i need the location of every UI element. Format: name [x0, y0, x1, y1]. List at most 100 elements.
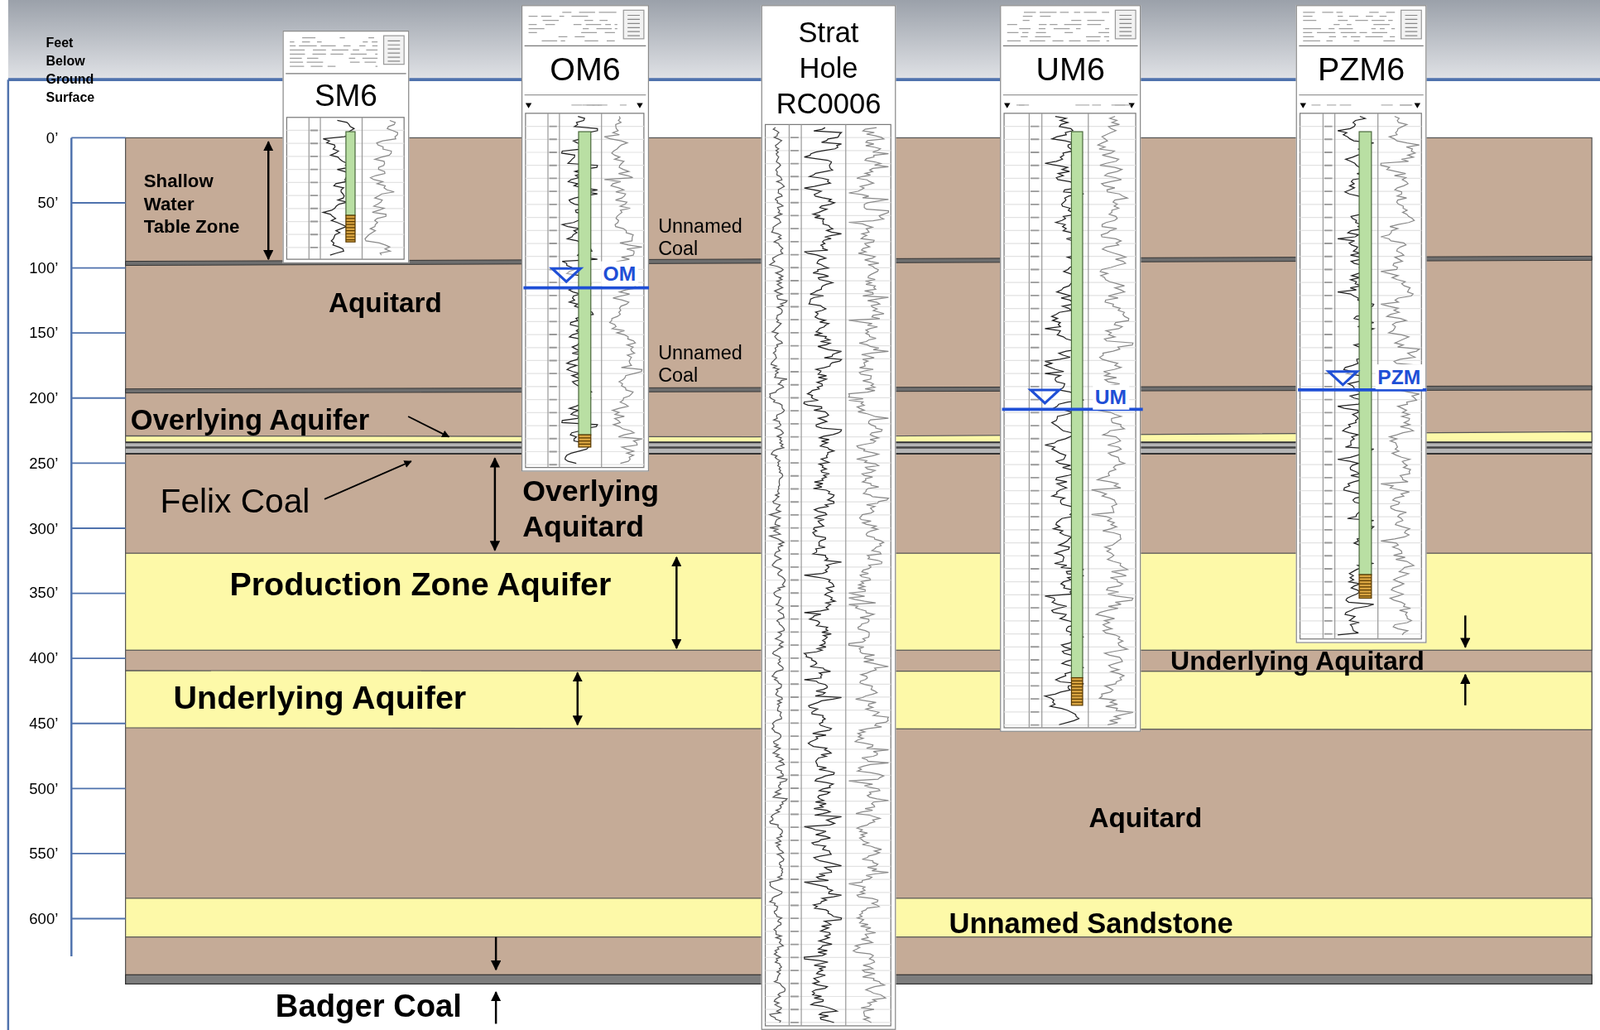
depth-dash — [549, 346, 558, 349]
depth-dash — [549, 255, 558, 258]
header-fine-print — [558, 36, 568, 38]
water-level-label: UM — [1092, 384, 1129, 410]
header-fine-print — [599, 11, 617, 13]
axis-title: Feet Below Ground Surface — [45, 33, 99, 107]
depth-dash — [790, 461, 799, 464]
depth-dash — [1324, 294, 1332, 297]
thickness-arrow — [494, 991, 497, 1024]
depth-dash — [1324, 463, 1332, 466]
gamma-curve — [562, 116, 598, 464]
header-fine-print — [1106, 40, 1110, 42]
depth-dash — [790, 813, 799, 816]
depth-dash — [1030, 490, 1039, 492]
log-grid — [765, 397, 892, 399]
log-track-rule — [800, 124, 802, 1026]
log-grid — [1004, 269, 1136, 270]
log-grid — [765, 422, 892, 424]
depth-dash — [1324, 528, 1332, 531]
well-screen — [345, 215, 356, 242]
header-fine-print — [1029, 40, 1046, 42]
header-fine-print — [1007, 32, 1019, 34]
screen-slot — [1359, 586, 1372, 587]
depth-dash — [1030, 242, 1039, 245]
log-grid — [1004, 333, 1136, 335]
log-grid — [765, 631, 892, 633]
header-fine-print — [1052, 40, 1064, 42]
header-fine-print — [1039, 11, 1057, 13]
log-grid — [1004, 555, 1136, 557]
depth-dash — [790, 384, 799, 386]
depth-dash — [790, 500, 799, 503]
thickness-arrow — [1464, 615, 1466, 647]
log-track-rule — [1334, 113, 1336, 640]
depth-tick-label: 600’ — [0, 908, 58, 928]
depth-dash — [1324, 385, 1332, 388]
depth-dash — [1030, 685, 1039, 688]
header-fine-print — [545, 24, 556, 25]
header-fine-print — [1302, 36, 1314, 38]
log-grid — [765, 1021, 892, 1023]
log-grid — [765, 215, 892, 217]
depth-dash — [1030, 138, 1039, 140]
depth-dash — [790, 852, 799, 855]
depth-axis — [70, 137, 73, 957]
header-fine-print — [330, 53, 343, 55]
header-fine-print — [307, 57, 319, 59]
depth-dash — [549, 151, 558, 154]
well-name: SM6 — [314, 77, 378, 115]
log-grid — [765, 995, 892, 997]
depth-dash — [1030, 633, 1039, 635]
well-name: Strat Hole RC0006 — [773, 14, 885, 121]
well-log-art — [1297, 5, 1426, 642]
leader-arrow — [324, 461, 412, 500]
depth-tick-label: 250’ — [0, 453, 58, 472]
depth-dash — [1030, 528, 1039, 531]
depth-dash — [1030, 411, 1039, 414]
depth-dash — [790, 891, 799, 894]
depth-dash — [1030, 581, 1039, 583]
header-rule — [524, 94, 647, 96]
log-frame — [286, 117, 404, 260]
logo-mark — [1119, 27, 1132, 29]
screen-slot — [1071, 695, 1083, 697]
header-fine-print — [1316, 32, 1336, 34]
header-fine-print — [310, 66, 322, 68]
depth-dash — [1324, 437, 1332, 440]
depth-dash — [549, 281, 558, 284]
header-fine-print — [528, 28, 545, 29]
logo-mark — [387, 48, 400, 50]
depth-dash — [790, 722, 799, 725]
log-track-rule — [600, 113, 602, 468]
depth-dash — [790, 839, 799, 841]
depth-dash — [1324, 320, 1332, 322]
header-fine-print — [571, 104, 582, 106]
depth-dash — [790, 227, 799, 230]
zone-label: Shallow Water Table Zone — [144, 169, 246, 239]
screen-slot — [345, 224, 356, 226]
header-fine-print — [605, 24, 611, 25]
depth-dash — [1030, 502, 1039, 505]
depth-dash — [790, 748, 799, 750]
header-fine-print — [615, 24, 618, 25]
depth-dash — [1324, 360, 1332, 362]
header-fine-print — [1302, 32, 1312, 34]
depth-dash — [790, 956, 799, 958]
depth-dash — [790, 188, 799, 191]
screen-slot — [1071, 680, 1083, 682]
depth-dash — [790, 618, 799, 620]
header-fine-print — [1038, 28, 1046, 29]
depth-dash — [549, 320, 558, 322]
well-casing — [1359, 131, 1372, 575]
screen-slot — [1359, 595, 1372, 596]
gamma-curve — [1337, 116, 1375, 635]
depth-dash — [310, 142, 318, 145]
depth-dash — [1324, 490, 1332, 492]
depth-dash — [310, 207, 318, 210]
depth-dash — [790, 552, 799, 555]
depth-dash — [790, 761, 799, 764]
header-fine-print — [581, 32, 597, 34]
header-fine-print — [1022, 32, 1029, 34]
header-fine-print — [331, 49, 349, 51]
layer-label: Overlying Aquifer — [130, 403, 370, 438]
well-log-panel: UM6 — [999, 4, 1141, 732]
